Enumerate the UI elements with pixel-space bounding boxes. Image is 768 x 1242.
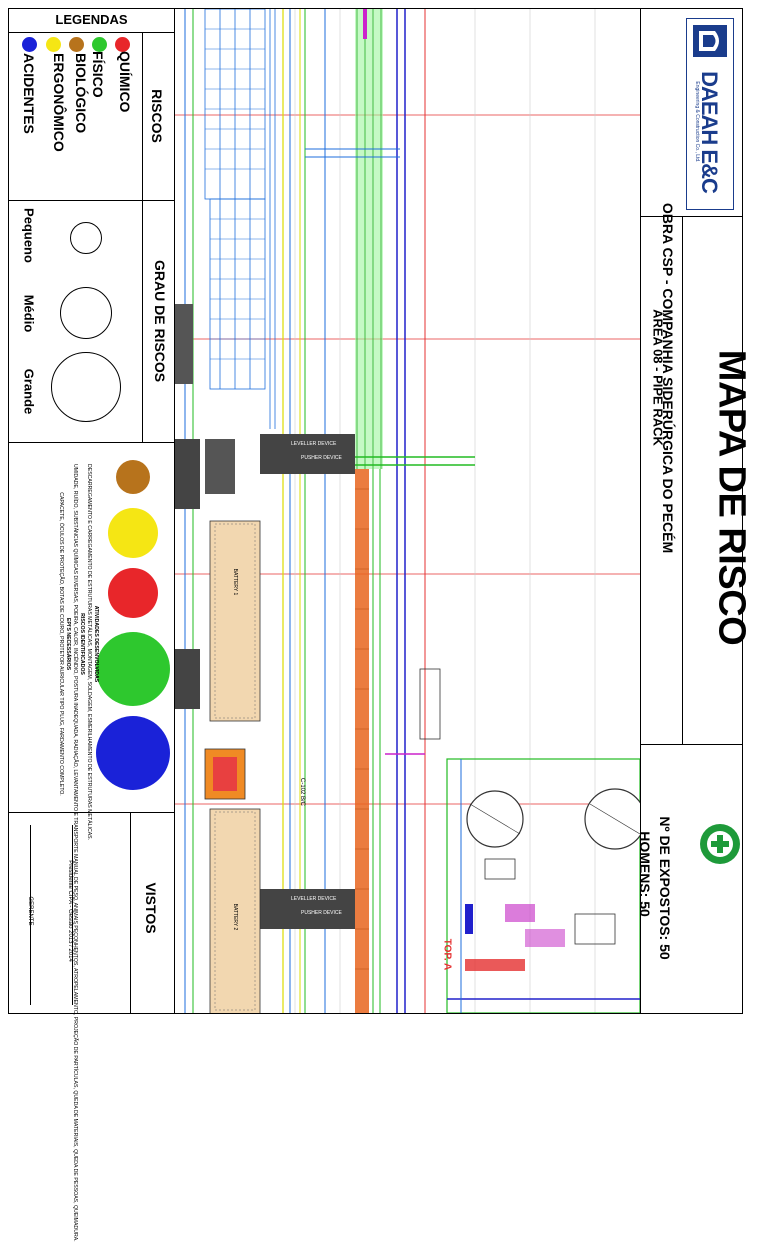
legend-risks-divider (8, 200, 175, 201)
activity-circle-ergonomico (108, 508, 158, 558)
legend-right-border (174, 8, 175, 1014)
grades-section-label: GRAU DE RISCOS (152, 260, 168, 383)
legend-inner-divider (142, 32, 143, 442)
leveller-device-label-1: LEVELLER DEVICE (291, 441, 337, 447)
grade-label-pequeno: Pequeno (21, 208, 37, 263)
pusher-device-label-2: PUSHER DEVICE (301, 910, 342, 916)
grade-circle-medium (60, 287, 112, 339)
identified-risks-header: RISCOS IDENTIFICADOS (79, 613, 85, 675)
conveyor-label: C-102 B/C (299, 777, 305, 806)
legend-header-divider (8, 32, 175, 33)
project-area: ÁREA 08 - PIPE RACK (650, 309, 666, 446)
cipa-cross-icon (700, 824, 740, 864)
signature-label-manager: GERENTE (27, 896, 33, 926)
top-a-label: TOP. A (441, 938, 453, 971)
grade-label-grande: Grande (21, 368, 37, 415)
identified-risks-description: UMIDADE, RUÍDO, SUBSTÂNCIAS QUÍMICAS DIV… (72, 464, 78, 1242)
grade-circle-large (51, 352, 121, 422)
daeah-logo-icon (693, 25, 727, 57)
title-main-divider (682, 216, 683, 744)
activities-description: DESCARREGAMENTO E CARREGAMENTO DE ESTRUT… (86, 464, 92, 841)
company-subtitle: Engineering & Construction Co., Ltd. (694, 81, 700, 163)
map-title: MAPA DE RISCO (710, 349, 753, 646)
activity-circle-biologico (116, 460, 150, 494)
risk-dot-acidentes (22, 37, 37, 52)
legend-grades-divider (8, 442, 175, 443)
cipa-badge (698, 822, 742, 866)
map-frame (8, 8, 743, 1014)
risk-label-biologico: BIOLÓGICO (73, 53, 89, 134)
battery-1-label: BATTERY 1 (232, 568, 238, 596)
title-bottom-divider (640, 744, 743, 745)
legend-header: LEGENDAS (55, 12, 128, 27)
activity-circle-quimico (108, 568, 158, 618)
risk-label-quimico: QUÍMICO (117, 51, 133, 113)
risk-label-acidentes: ACIDENTES (21, 53, 37, 134)
activity-circle-fisico (96, 632, 170, 706)
title-logo-divider (640, 216, 743, 217)
pipe-rack-drawing: LEVELLER DEVICE PUSHER DEVICE LEVELLER D… (175, 9, 640, 1013)
grade-label-medio: Médio (21, 294, 37, 333)
signature-line-president (72, 825, 73, 1005)
signature-label-president: Presidente CIPA - Gestão 2013 / 2014 (67, 860, 73, 962)
signatures-header: VISTOS (143, 882, 159, 934)
activities-divider (8, 812, 175, 813)
risk-label-ergonomico: ERGONÔMICO (51, 53, 67, 152)
epi-header: EPI'S NECESSÁRIOS (65, 617, 71, 671)
pusher-device-label-1: PUSHER DEVICE (301, 455, 342, 461)
risk-dot-ergonomico (46, 37, 61, 52)
risk-dot-biologico (69, 37, 84, 52)
leveller-device-label-2: LEVELLER DEVICE (291, 896, 337, 902)
exposed-count: Nº DE EXPOSTOS: 50 (657, 816, 673, 960)
title-block-left-border (640, 8, 641, 1014)
epi-description: CAPACETE, ÓCULOS DE PROTEÇÃO, BOTAS DE C… (58, 492, 64, 796)
grade-circle-small (70, 222, 102, 254)
battery-2-label: BATTERY 2 (232, 903, 238, 931)
signature-line-manager (30, 825, 31, 1005)
risk-label-fisico: FÍSICO (90, 51, 106, 98)
risk-dot-fisico (92, 37, 107, 52)
activities-header: ATIVIDADES DESENVOLVIDAS (93, 605, 99, 683)
pipe-rack-plan-svg (175, 9, 640, 1013)
activities-text-block: ATIVIDADES DESENVOLVIDAS DESCARREGAMENTO… (11, 464, 99, 1242)
risks-section-label: RISCOS (149, 89, 165, 143)
signatures-inner-divider (130, 812, 131, 1014)
activity-circle-acidentes (96, 716, 170, 790)
company-logo: DAEAH E&C Engineering & Construction Co.… (686, 18, 734, 210)
risk-dot-quimico (115, 37, 130, 52)
